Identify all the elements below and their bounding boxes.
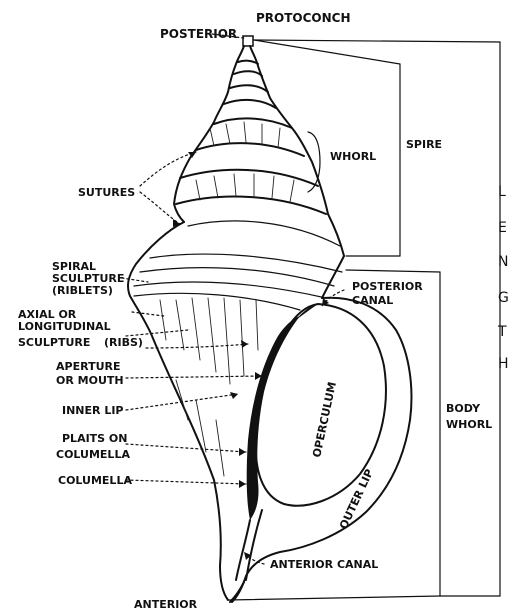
- label-body-whorl-line1: BODY: [446, 402, 481, 415]
- label-axial-line3: SCULPTURE: [18, 336, 90, 349]
- label-sutures: SUTURES: [78, 186, 135, 199]
- label-anterior-canal: ANTERIOR CANAL: [270, 558, 378, 571]
- label-spire: SPIRE: [406, 138, 442, 151]
- length-letter: T: [497, 324, 507, 340]
- length-letter: G: [498, 290, 509, 306]
- length-letter: L: [498, 184, 506, 200]
- label-posterior-canal-line2: CANAL: [352, 294, 393, 307]
- label-axial-line4: (RIBS): [104, 336, 143, 349]
- label-aperture-line1: APERTURE: [56, 360, 121, 373]
- label-spiral-line3: (RIBLETS): [52, 284, 113, 297]
- label-posterior-canal-line1: POSTERIOR: [352, 280, 423, 293]
- label-plaits-line1: PLAITS ON: [62, 432, 128, 445]
- label-body-whorl-line2: WHORL: [446, 418, 492, 431]
- length-letter: E: [498, 220, 507, 236]
- label-whorl: WHORL: [330, 150, 376, 163]
- whorl-ridges: [134, 61, 342, 310]
- label-plaits-line2: COLUMELLA: [56, 448, 130, 461]
- axial-ribs: [160, 122, 294, 476]
- label-columella: COLUMELLA: [58, 474, 132, 487]
- label-aperture-line2: OR MOUTH: [56, 374, 124, 387]
- labels: PROTOCONCH POSTERIOR WHORL SPIRE SUTURES…: [18, 11, 509, 611]
- length-letter: H: [498, 356, 509, 372]
- label-operculum: OPERCULUM: [310, 381, 339, 459]
- label-anterior: ANTERIOR: [134, 598, 198, 611]
- label-axial-line2: LONGITUDINAL: [18, 320, 111, 333]
- shell-body: [128, 46, 411, 602]
- label-inner-lip: INNER LIP: [62, 404, 123, 417]
- length-letter: N: [498, 254, 508, 270]
- label-posterior: POSTERIOR: [160, 27, 237, 41]
- label-protoconch: PROTOCONCH: [256, 11, 351, 25]
- protoconch-mark: [243, 36, 253, 46]
